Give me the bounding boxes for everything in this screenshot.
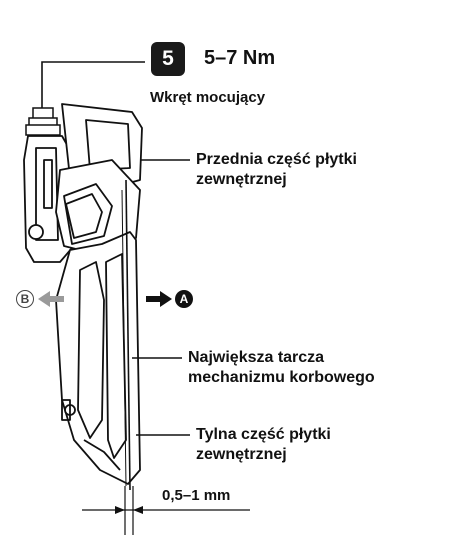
gap-dimension-label: 0,5–1 mm [162,487,231,504]
chainring-edge [125,179,131,491]
rear-plate-label-line1: Tylna część płytki [196,426,331,443]
mounting-screw-label: Wkręt mocujący [150,89,266,106]
arrow-left [38,291,64,307]
chainring-label: Największa tarcza mechanizmu korbowego [188,348,375,388]
torque-value: 5–7 Nm [204,47,276,69]
rear-plate-label: Tylna część płytki zewnętrznej [196,425,331,465]
chainring-label-line1: Największa tarcza [188,349,325,366]
step-number: 5 [162,47,174,70]
arrow-right [146,291,172,307]
step-badge-bg [151,42,185,76]
rear-plate-label-line2: zewnętrznej [196,446,287,463]
mounting-screw [25,107,61,136]
derailleur-body [23,103,143,485]
direction-b-marker: B [16,290,34,308]
front-plate-label-line1: Przednia część płytki [196,151,357,168]
screw-leader-line [41,61,145,110]
front-plate-label: Przednia część płytki zewnętrznej [196,150,357,190]
gap-arrow-right [133,506,143,514]
direction-a-marker: A [175,290,193,308]
gap-arrow-left [115,506,125,514]
front-plate-label-line2: zewnętrznej [196,171,287,188]
chainring-edge-inner [121,189,127,487]
chainring-label-line2: mechanizmu korbowego [188,369,375,386]
